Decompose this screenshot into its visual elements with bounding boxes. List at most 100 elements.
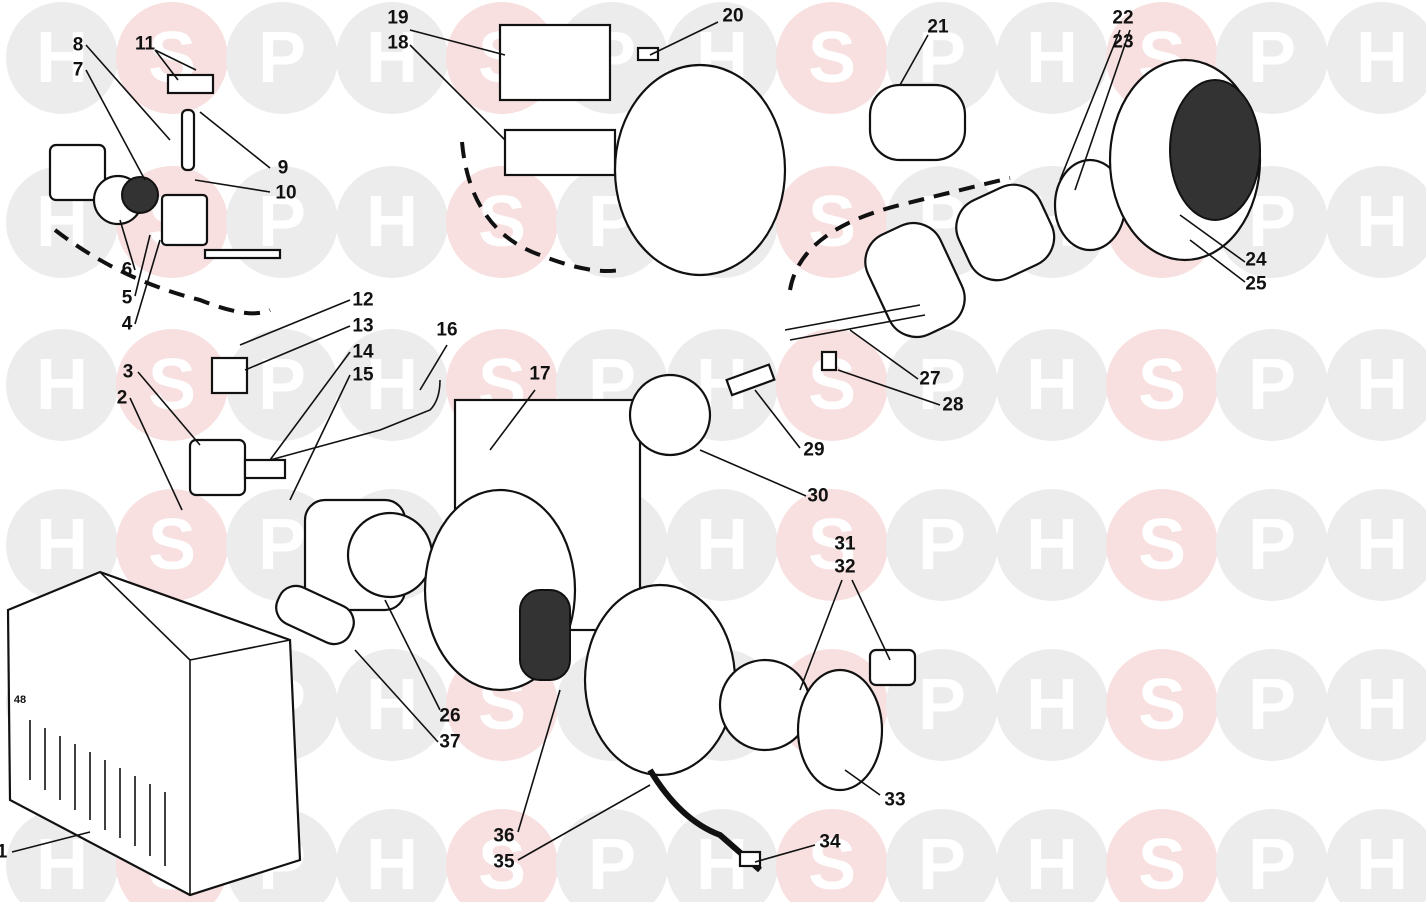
watermark-circle [996, 329, 1108, 441]
label-26: 26 [439, 706, 460, 727]
watermark-circle [1326, 489, 1426, 601]
watermark-circle [886, 329, 998, 441]
part-number-labels: 1 2 3 4 5 6 7 8 9 10 11 12 13 14 15 16 1… [0, 6, 1267, 873]
watermark-letter: H [36, 18, 88, 98]
watermark-letter: H [366, 182, 418, 262]
watermark-circle [666, 809, 778, 902]
watermark-circle [666, 489, 778, 601]
label-27: 27 [919, 369, 940, 390]
watermark-circle [1326, 166, 1426, 278]
watermark-circle [6, 489, 118, 601]
watermark-circle [1326, 2, 1426, 114]
watermark-letter: H [1356, 505, 1408, 585]
label-23: 23 [1112, 32, 1133, 53]
label-10: 10 [275, 183, 296, 204]
label-30: 30 [807, 486, 828, 507]
label-9: 9 [278, 158, 289, 179]
watermark-letter: S [1138, 665, 1186, 745]
watermark-circle [996, 489, 1108, 601]
watermark-letter: H [1026, 825, 1078, 902]
label-5: 5 [122, 288, 133, 309]
watermark-letter: P [918, 665, 966, 745]
watermark-letter: H [1356, 825, 1408, 902]
watermark-circle [336, 166, 448, 278]
watermark-circle [116, 489, 228, 601]
cover-badge: 48 [14, 694, 26, 706]
flange-gasket [1169, 79, 1261, 221]
tube-sleeve [955, 183, 1056, 282]
label-4: 4 [122, 314, 133, 335]
watermark-circle [226, 329, 338, 441]
watermark-circle [556, 809, 668, 902]
watermark-letter: P [258, 182, 306, 262]
air-damper [718, 658, 812, 752]
label-8: 8 [73, 35, 84, 56]
watermark-circle [996, 649, 1108, 761]
label-36: 36 [493, 826, 514, 847]
motor-flange [346, 511, 434, 599]
watermark-letter: H [366, 665, 418, 745]
group-outline-control [460, 141, 621, 273]
watermark-circle [1216, 2, 1328, 114]
clamp-28 [820, 350, 838, 372]
pump-shaft [203, 248, 282, 260]
watermark-letter: S [478, 182, 526, 262]
fan-wheel [519, 589, 571, 681]
label-3: 3 [123, 362, 134, 383]
intake-grille [796, 668, 884, 792]
watermark-circle [996, 809, 1108, 902]
photocell-20 [636, 46, 660, 62]
watermark-circle [116, 329, 228, 441]
parts-drawing: 48 [6, 23, 1262, 897]
label-20: 20 [722, 6, 743, 27]
watermark-circle [776, 809, 888, 902]
blower-housing-upper [613, 63, 787, 277]
pump-coupling [243, 458, 287, 480]
hose-fitting-34 [738, 850, 762, 868]
air-inlet [583, 583, 737, 777]
watermark-circle [6, 329, 118, 441]
label-22: 22 [1112, 8, 1133, 29]
label-17: 17 [529, 364, 550, 385]
watermark-letter: S [1138, 345, 1186, 425]
watermark-letter: H [1026, 505, 1078, 585]
label-18: 18 [387, 33, 408, 54]
label-1: 1 [0, 842, 8, 863]
label-33: 33 [884, 790, 905, 811]
group-outline-head [788, 176, 1011, 291]
watermark-letter: S [808, 505, 856, 585]
air-adjuster-31 [868, 648, 917, 687]
watermark-letter: S [148, 505, 196, 585]
watermark-letter: P [1248, 665, 1296, 745]
label-16: 16 [436, 320, 457, 341]
label-29: 29 [803, 440, 824, 461]
electrode-holder-21 [868, 83, 967, 162]
watermark-letter: P [1248, 505, 1296, 585]
watermark-circle [996, 2, 1108, 114]
watermark-letter: P [1248, 825, 1296, 902]
label-2: 2 [117, 388, 128, 409]
oil-pipe [269, 379, 441, 461]
watermark-circle [226, 2, 338, 114]
watermark-circle [336, 329, 448, 441]
blast-tube [864, 222, 966, 338]
pump-assembly [188, 438, 247, 497]
watermark-letter: S [808, 18, 856, 98]
watermark-circle [886, 809, 998, 902]
filter-mesh [121, 176, 159, 214]
label-28: 28 [942, 395, 963, 416]
label-21: 21 [927, 17, 949, 38]
watermark-letter: H [696, 505, 748, 585]
pump-cover-plate [48, 143, 107, 202]
watermark-letter: H [1356, 182, 1408, 262]
watermark-circle [1216, 649, 1328, 761]
watermark-circle [336, 2, 448, 114]
label-25: 25 [1245, 274, 1267, 295]
cover-slots [29, 720, 166, 866]
pressure-regulator [180, 108, 196, 172]
watermark-circle [446, 809, 558, 902]
watermark-circle [1216, 809, 1328, 902]
watermark-letter: P [1248, 18, 1296, 98]
top-plate [166, 73, 215, 95]
watermark-circle [1106, 329, 1218, 441]
